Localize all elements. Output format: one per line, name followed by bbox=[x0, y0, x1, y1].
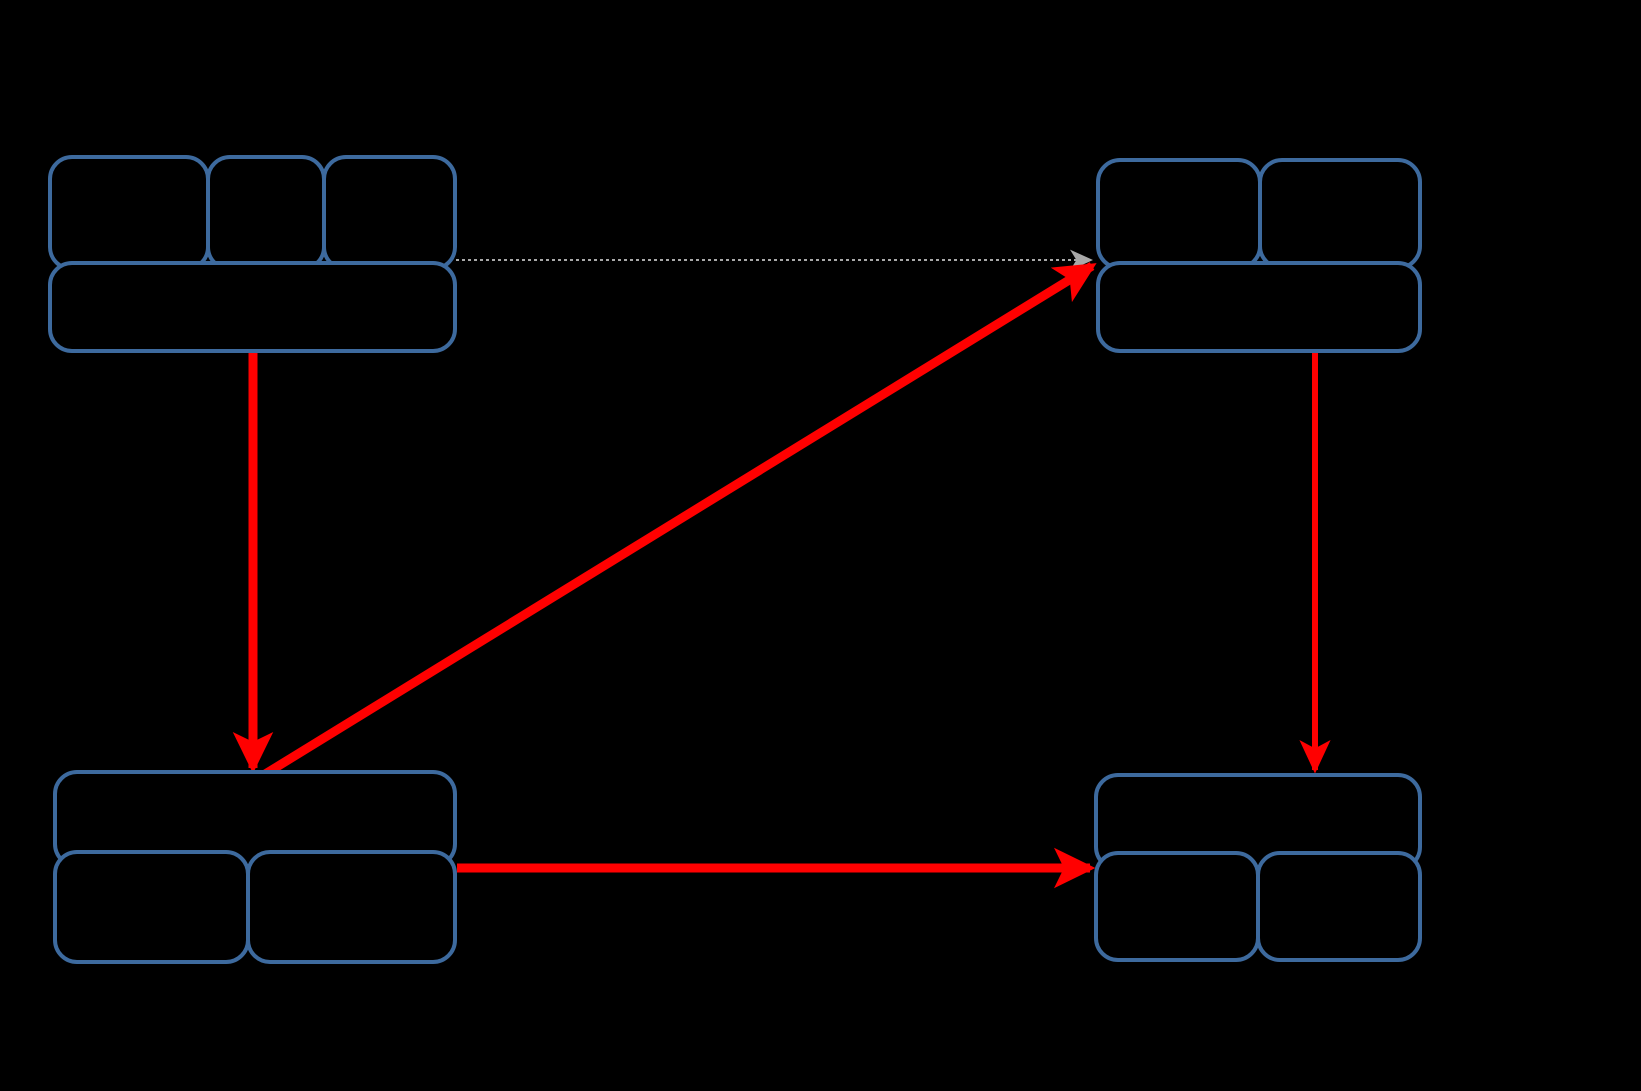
bottom-left-entity[interactable] bbox=[53, 770, 457, 964]
cell-br-r2-c1[interactable] bbox=[1094, 851, 1260, 962]
cell-tr-r1-c2[interactable] bbox=[1258, 158, 1422, 270]
top-right-entity[interactable] bbox=[1096, 158, 1422, 353]
bottom-right-entity[interactable] bbox=[1094, 773, 1422, 962]
node-layer bbox=[48, 155, 1422, 964]
edge-layer bbox=[232, 249, 1331, 889]
cell-tr-r1-c1[interactable] bbox=[1096, 158, 1262, 270]
edge-bottom-left-to-top-right[interactable] bbox=[259, 262, 1097, 780]
cell-tl-r1-c3[interactable] bbox=[322, 155, 457, 271]
cell-tl-r2-c1[interactable] bbox=[48, 261, 457, 353]
cell-tl-r1-c2[interactable] bbox=[206, 155, 326, 271]
cell-bl-r2-c2[interactable] bbox=[246, 850, 457, 964]
top-left-entity[interactable] bbox=[48, 155, 457, 353]
cell-tl-r1-c1[interactable] bbox=[48, 155, 210, 271]
cell-br-r2-c2[interactable] bbox=[1256, 851, 1422, 962]
cell-tr-r2-c1[interactable] bbox=[1096, 261, 1422, 353]
cell-bl-r2-c1[interactable] bbox=[53, 850, 250, 964]
